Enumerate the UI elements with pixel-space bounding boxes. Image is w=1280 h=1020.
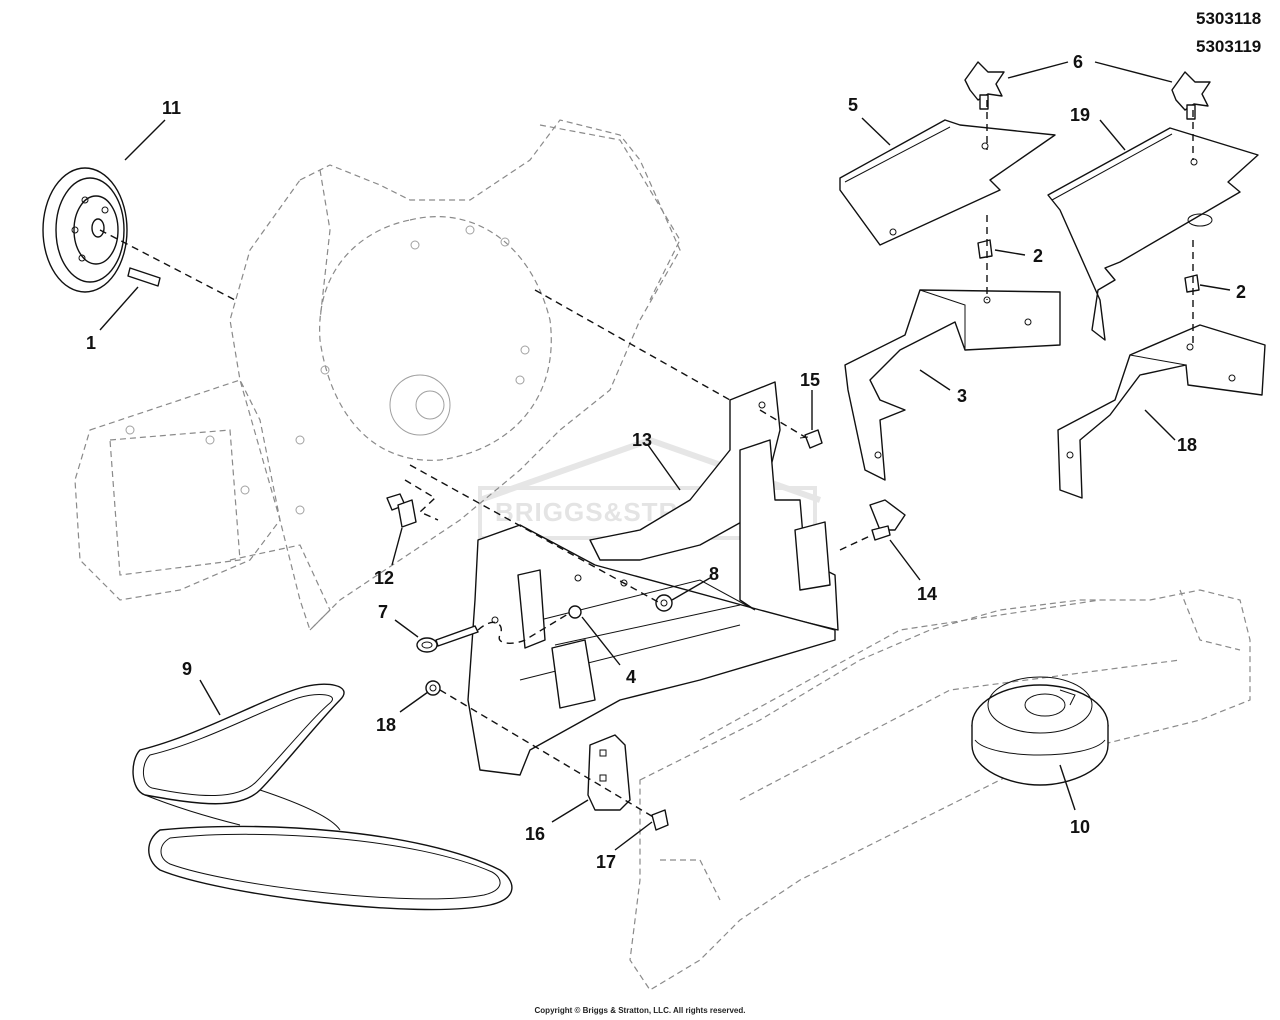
knob-part-6-right	[1171, 71, 1211, 120]
cover-part-19	[1047, 127, 1259, 341]
clip-nut-part-2-right	[1184, 274, 1200, 293]
callout-12: 12	[374, 568, 394, 588]
callout-2-right: 2	[1236, 282, 1246, 302]
leader-lines	[99, 61, 1231, 851]
nut-part-8	[655, 594, 673, 612]
mounting-bracket-part-13	[467, 381, 839, 776]
clip-nut-part-2-left	[977, 239, 993, 259]
callout-11: 11	[162, 98, 181, 118]
callout-14: 14	[917, 584, 937, 604]
callout-13: 13	[632, 430, 652, 450]
callout-1: 1	[86, 333, 96, 353]
callout-18-left: 18	[376, 715, 396, 735]
callout-6: 6	[1073, 52, 1083, 72]
pulley-part-11	[42, 167, 128, 293]
model-number-2: 5303119	[1196, 37, 1261, 56]
callout-18-right: 18	[1177, 435, 1197, 455]
eye-bolt-part-7	[416, 625, 479, 653]
bracket-part-3	[844, 289, 1061, 481]
spacer-part-4	[568, 605, 582, 619]
latch-part-16	[587, 734, 631, 811]
pulley-part-10	[971, 676, 1109, 786]
nut-part-18-left	[425, 680, 441, 696]
ghost-deck	[629, 589, 1251, 991]
callout-3: 3	[957, 386, 967, 406]
callout-4: 4	[626, 667, 636, 687]
callout-19: 19	[1070, 105, 1090, 125]
cover-part-5	[839, 119, 1056, 246]
model-number-1: 5303118	[1196, 9, 1261, 28]
callout-17: 17	[596, 852, 616, 872]
callout-16: 16	[525, 824, 545, 844]
bolt-part-15	[799, 429, 823, 449]
copyright-notice: Copyright © Briggs & Stratton, LLC. All …	[534, 1006, 746, 1015]
callout-5: 5	[848, 95, 858, 115]
callout-2-left: 2	[1033, 246, 1043, 266]
assembly-lines	[99, 100, 1194, 819]
bolt-part-12	[386, 493, 417, 528]
belt-part-9	[132, 683, 513, 911]
callout-15: 15	[800, 370, 820, 390]
callout-9: 9	[182, 659, 192, 679]
knob-part-6-left	[964, 61, 1005, 110]
clevis-pin-part-17	[651, 809, 669, 831]
ghost-housing	[74, 119, 681, 632]
key-part-1	[127, 267, 161, 287]
callout-8: 8	[709, 564, 719, 584]
callout-7: 7	[378, 602, 388, 622]
callout-10: 10	[1070, 817, 1090, 837]
hitch-pin-part-14	[869, 499, 906, 541]
bracket-part-18-right	[1057, 324, 1266, 499]
